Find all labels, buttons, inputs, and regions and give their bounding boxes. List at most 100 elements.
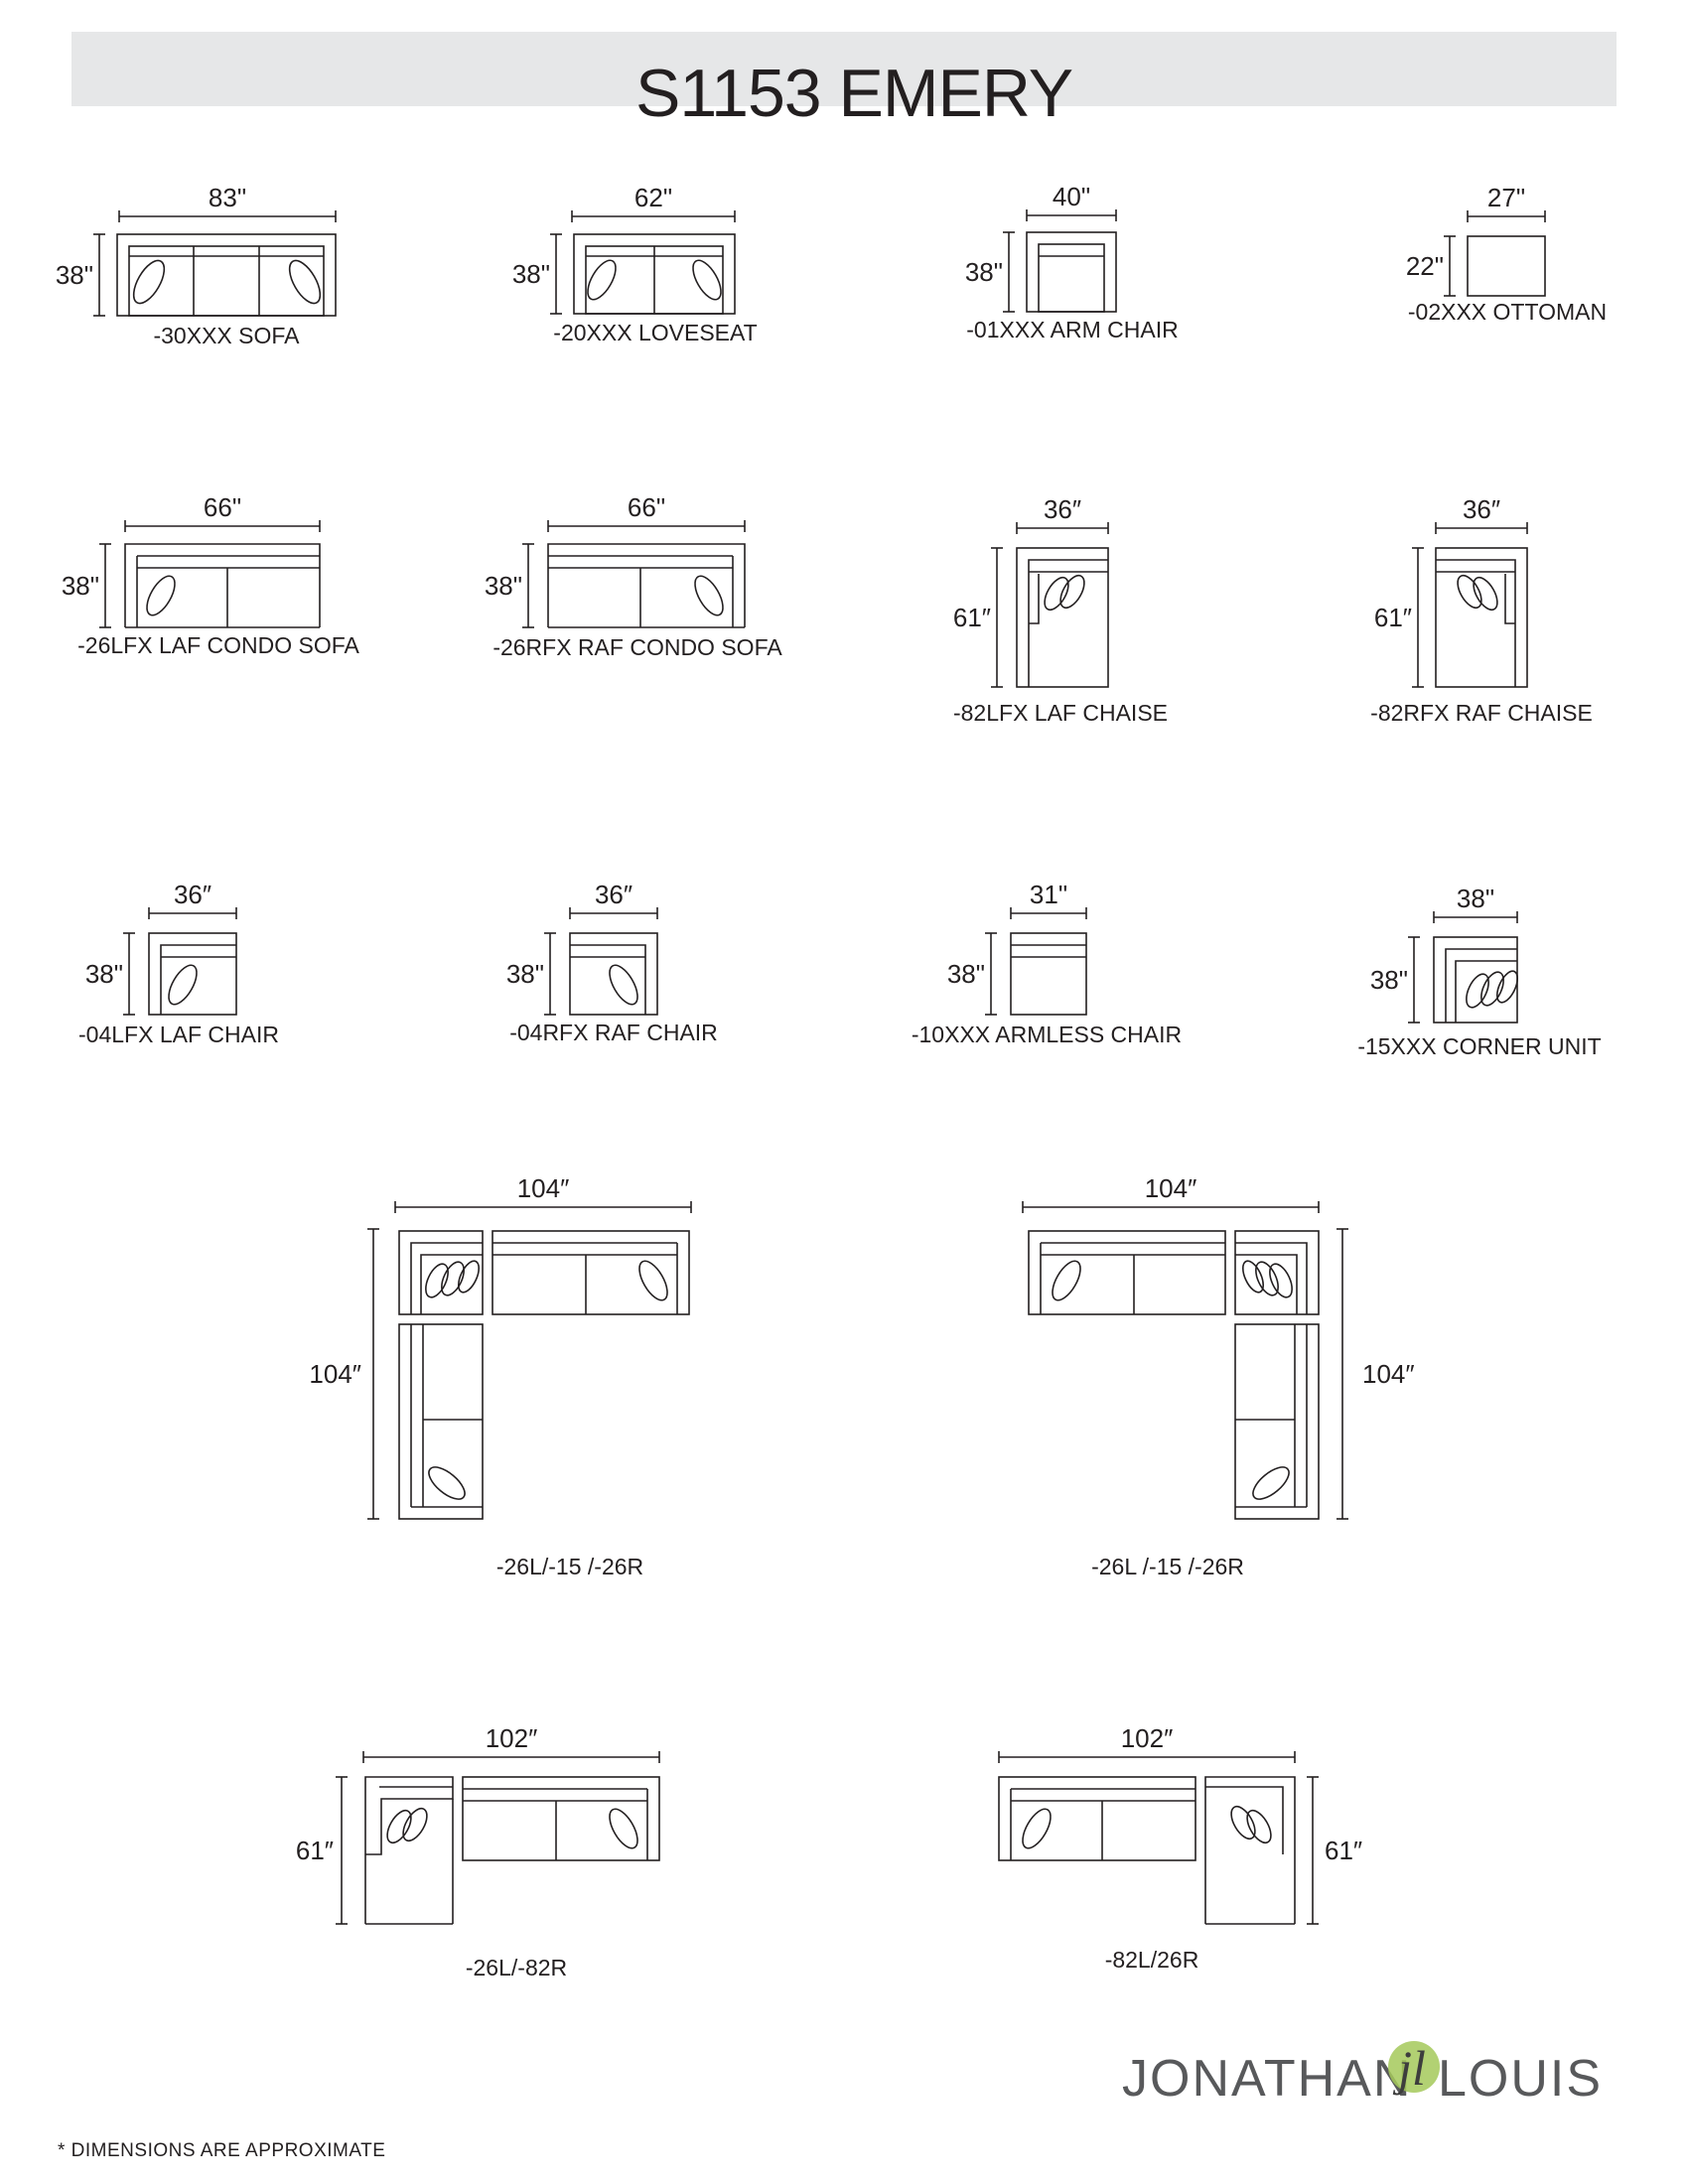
pillow <box>692 259 722 301</box>
width-dimension: 36″ <box>1044 494 1081 524</box>
unit-code-label: -01XXX ARM CHAIR <box>966 317 1178 342</box>
title-bar: S1153 EMERY <box>71 32 1617 127</box>
unit-code-label: -82LFX LAF CHAISE <box>953 700 1168 726</box>
unit-arm-chair: 40"38"-01XXX ARM CHAIR <box>965 182 1179 342</box>
outline-rect <box>462 1776 660 1861</box>
unit-ottoman: 27" 22" -02XXX OTTOMAN <box>1406 183 1607 325</box>
outline-rect <box>1234 1230 1320 1315</box>
width-dimension: 38" <box>1457 884 1494 913</box>
outline-rect <box>398 1323 484 1520</box>
unit-code-label: -26RFX RAF CONDO SOFA <box>492 634 782 660</box>
unit-code-label: -26LFX LAF CONDO SOFA <box>77 632 359 658</box>
pillow <box>402 1807 428 1843</box>
outline-path <box>1445 948 1517 1023</box>
unit-code-label: -26L/-15 /-26R <box>496 1554 643 1579</box>
brand-name-last: LOUIS <box>1438 2050 1604 2108</box>
unit-raf-chair: 36″38"-04RFX RAF CHAIR <box>506 880 718 1045</box>
unit-code-label: -04RFX RAF CHAIR <box>509 1020 718 1045</box>
pillow <box>146 575 176 616</box>
page-title: S1153 EMERY <box>635 56 1073 131</box>
width-dimension: 102″ <box>486 1723 538 1753</box>
outline-path <box>160 944 236 1015</box>
width-dimension: 36″ <box>174 880 211 909</box>
outline-path <box>1205 1786 1284 1854</box>
width-dimension: 104″ <box>517 1173 570 1203</box>
unit-code-label: -02XXX OTTOMAN <box>1408 299 1607 325</box>
outline-path <box>1235 1254 1298 1314</box>
unit-code-label: -15XXX CORNER UNIT <box>1357 1033 1601 1059</box>
outline-path <box>1029 574 1040 624</box>
width-dimension: 31" <box>1030 880 1067 909</box>
pillow <box>132 259 166 305</box>
unit-laf-chair: 36″ 38" -04LFX LAF CHAIR <box>78 880 279 1047</box>
config-26l-15-26r-right: 104″104″-26L /-15 /-26R <box>1022 1173 1415 1579</box>
depth-dimension: 104″ <box>309 1359 361 1389</box>
pillow <box>1022 1808 1052 1849</box>
outline-rect <box>1016 547 1109 688</box>
pillow <box>609 1808 638 1849</box>
pillow <box>1255 1261 1279 1297</box>
outline-path <box>364 1776 454 1924</box>
outline-rect <box>998 1776 1196 1861</box>
pillow <box>1044 576 1069 612</box>
pillow <box>587 259 617 301</box>
pillow <box>1052 1260 1081 1301</box>
depth-dimension: 22" <box>1406 251 1444 281</box>
outline-rect <box>1010 932 1087 1016</box>
pillow <box>1246 1809 1272 1844</box>
outline-path <box>1028 559 1108 687</box>
unit-corner: 38"38"-15XXX CORNER UNIT <box>1357 884 1601 1059</box>
unit-code-label: -04LFX LAF CHAIR <box>78 1022 279 1047</box>
unit-laf-condo-sofa: 66"38"-26LFX LAF CONDO SOFA <box>62 492 360 658</box>
config-26l-15-26r-left: 104″ 104″ -26L/-15 /-26R <box>309 1173 692 1579</box>
unit-code-label: -82RFX RAF CHAISE <box>1370 700 1593 726</box>
outline-rect <box>1467 235 1546 297</box>
width-dimension: 66" <box>204 492 241 522</box>
outline-path <box>547 543 746 627</box>
depth-dimension: 38" <box>85 959 123 989</box>
pillow <box>1241 1260 1265 1294</box>
pillow <box>1252 1466 1290 1500</box>
width-dimension: 62" <box>634 183 672 212</box>
width-dimension: 104″ <box>1145 1173 1197 1203</box>
pillow <box>288 259 322 305</box>
outline-rect <box>398 1230 484 1315</box>
width-dimension: 102″ <box>1121 1723 1174 1753</box>
depth-dimension: 104″ <box>1362 1359 1415 1389</box>
outline-path <box>410 1242 483 1314</box>
width-dimension: 27" <box>1487 183 1525 212</box>
pillow <box>1059 574 1085 610</box>
pillow <box>1495 970 1519 1004</box>
pillow <box>1457 574 1482 610</box>
pillow <box>609 964 638 1006</box>
config-26l-82r: 102″61″-26L/-82R <box>296 1723 660 1980</box>
depth-dimension: 61″ <box>1325 1836 1362 1865</box>
unit-armless-chair: 31"38"-10XXX ARMLESS CHAIR <box>912 880 1182 1047</box>
pillow <box>638 1260 668 1301</box>
unit-code-label: -20XXX LOVESEAT <box>553 320 757 345</box>
pillow <box>457 1260 481 1294</box>
pillow <box>441 1261 465 1297</box>
depth-dimension: 38" <box>506 959 544 989</box>
brand-mark-text: jl <box>1392 2040 1426 2096</box>
unit-laf-chaise: 36″61″-82LFX LAF CHAISE <box>953 494 1168 726</box>
brand-mark-icon: jl <box>1388 2040 1440 2096</box>
outline-rect <box>492 1230 690 1315</box>
pillow <box>1269 1263 1293 1298</box>
depth-dimension: 61″ <box>1374 603 1412 632</box>
depth-dimension: 38" <box>485 571 522 601</box>
depth-dimension: 38" <box>56 260 93 290</box>
width-dimension: 36″ <box>1463 494 1500 524</box>
outline-rect <box>1028 1230 1226 1315</box>
config-82l-26r: 102″61″-82L/26R <box>998 1723 1362 1973</box>
outline-path <box>420 1254 483 1314</box>
pillow <box>425 1263 449 1298</box>
outline-rect <box>1038 243 1105 313</box>
width-dimension: 66" <box>628 492 665 522</box>
pillow <box>1466 973 1489 1009</box>
brand-name-first: JONATHAN <box>1122 2050 1413 2108</box>
pillow <box>1473 576 1498 612</box>
outline-rect <box>148 932 237 1016</box>
pillow <box>386 1809 412 1844</box>
